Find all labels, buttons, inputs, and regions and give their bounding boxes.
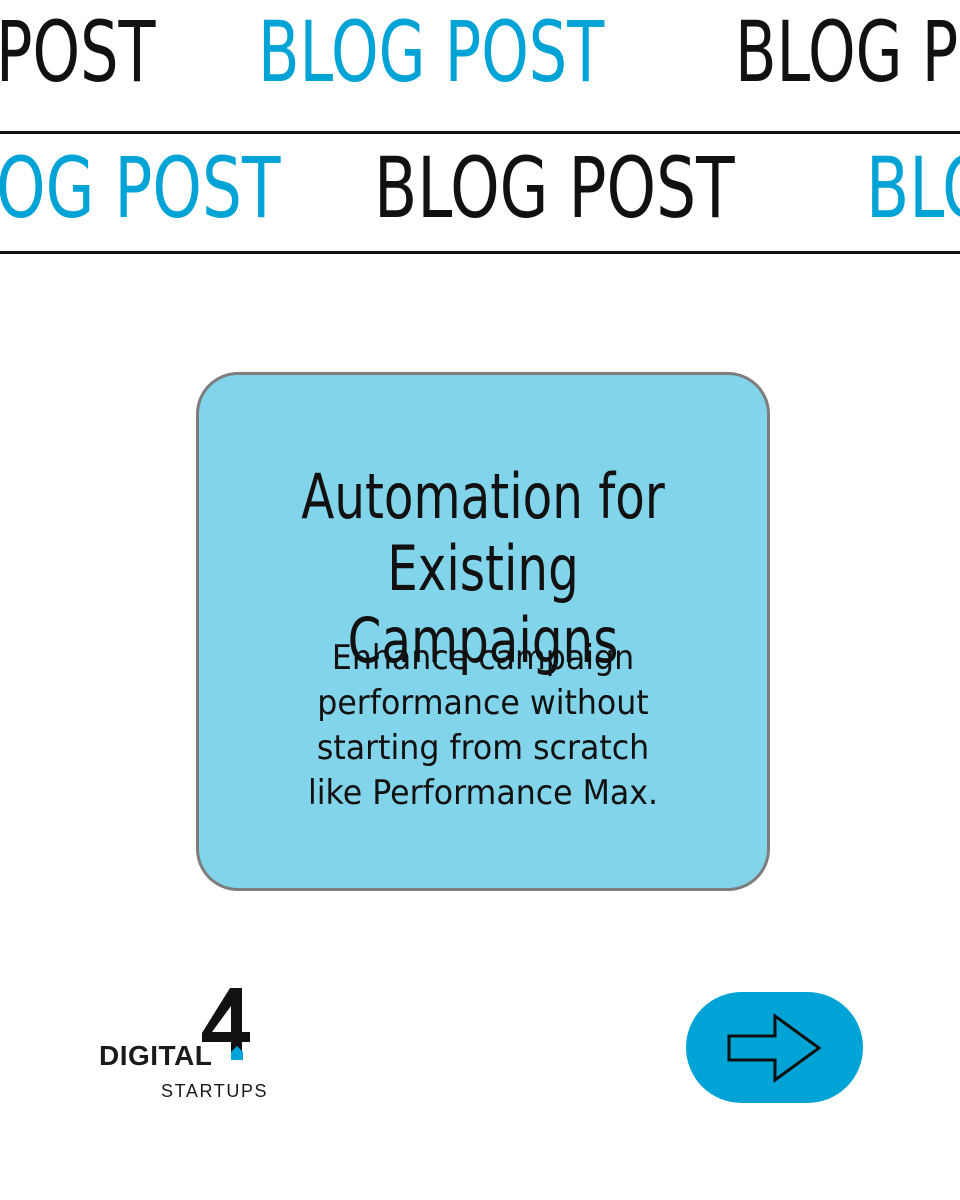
ticker-row-top: POST BLOG POST BLOG P [0,10,960,106]
card-title: Automation for Existing Campaigns [301,460,665,677]
ticker-text: BLO [866,146,960,237]
ticker-text: BLOG POST [258,10,605,101]
digital4startups-logo: DIGITAL STARTUPS [96,986,276,1104]
divider-line [0,131,960,134]
logo-four-mark [202,988,250,1060]
right-arrow-icon [727,1013,822,1083]
ticker-text: OG POST [0,146,281,237]
divider-line [0,251,960,254]
next-button[interactable] [686,992,863,1103]
info-card: Automation for Existing Campaigns Enhanc… [196,372,770,891]
ticker-text: POST [0,10,156,101]
ticker-row-bottom: OG POST BLOG POST BLO [0,146,960,242]
ticker-text: BLOG P [735,10,959,101]
logo-subtitle: STARTUPS [161,1081,269,1101]
logo-word: DIGITAL [99,1040,213,1071]
ticker-text: BLOG POST [374,146,735,237]
card-description: Enhance campaign performance without sta… [307,638,659,813]
